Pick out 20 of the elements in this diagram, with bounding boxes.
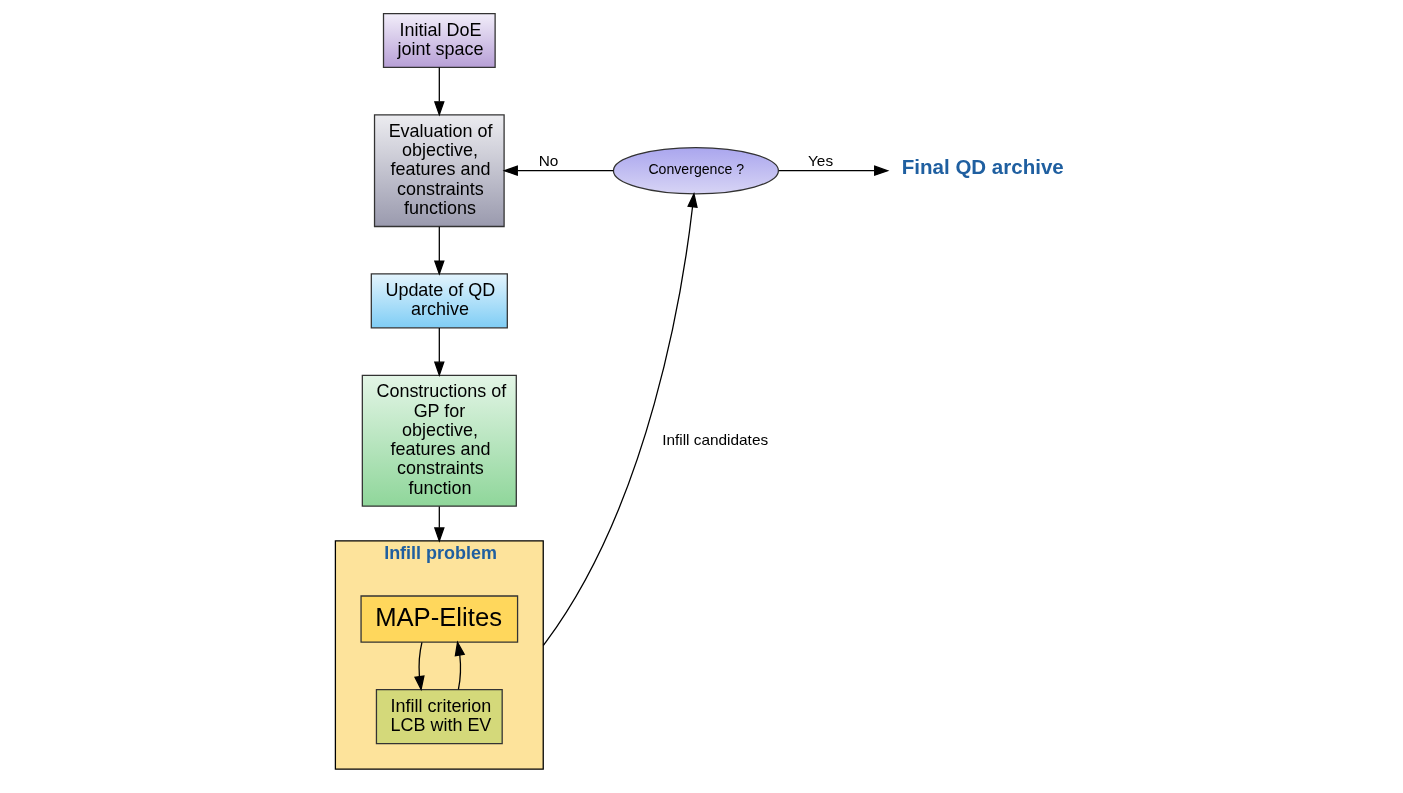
arrow <box>433 327 445 377</box>
arrow <box>433 66 445 117</box>
node-ellipse: Convergence ? <box>612 146 779 195</box>
arrow <box>502 165 614 177</box>
edge-label: Infill candidates <box>661 430 768 448</box>
node-box: MAP-Elites <box>359 595 518 643</box>
node-text: Final QD archive <box>901 155 1064 179</box>
edge-label: No <box>538 152 558 170</box>
arrow <box>433 505 445 543</box>
edge-label: Yes <box>807 152 833 170</box>
arrow <box>433 226 445 276</box>
node-box: Infill criterion LCB with EV <box>375 689 503 745</box>
node-box: Update of QD archive <box>370 273 508 329</box>
arrow <box>413 641 425 692</box>
arrow <box>777 165 889 177</box>
node-box: Initial DoE joint space <box>382 12 496 69</box>
arrow <box>542 192 698 647</box>
arrow <box>454 640 465 690</box>
node-box: Constructions of GP for objective, features and constraints function <box>361 374 517 507</box>
node-box: Evaluation of objective, features and constraints functions <box>373 114 505 228</box>
